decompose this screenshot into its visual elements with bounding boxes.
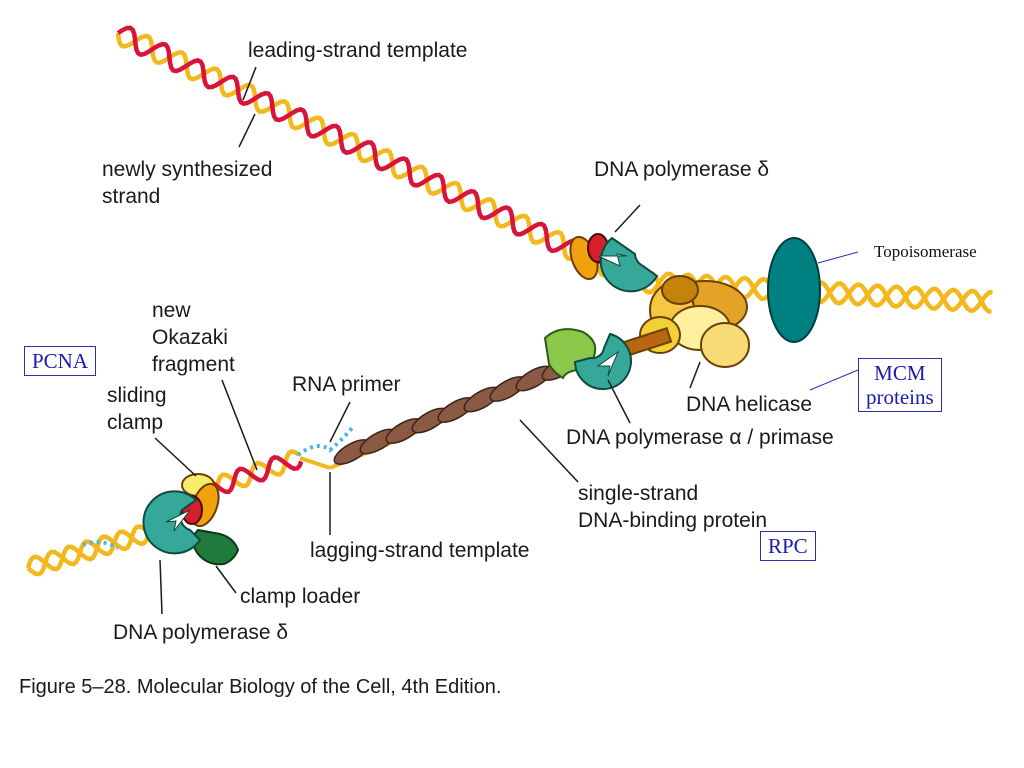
label-newly-synthesized-line2: strand [102,185,161,208]
label-new-okazaki-line2: Okazaki [152,326,228,349]
label-clamp-loader: clamp loader [240,585,361,608]
label-rna-primer: RNA primer [292,373,401,396]
figure-caption: Figure 5–28. Molecular Biology of the Ce… [19,676,502,698]
label-new-okazaki-line3: fragment [152,353,235,376]
annotation-topoisomerase: Topoisomerase [874,242,977,261]
dna-polymerase-alpha-primase [543,328,632,391]
label-dna-polymerase-delta-bottom: DNA polymerase δ [113,621,289,644]
single-strand-binding-proteins [333,355,579,465]
leader-lines [154,66,701,615]
label-dna-polymerase-alpha-primase: DNA polymerase α / primase [566,426,834,449]
label-dna-polymerase-delta-top: DNA polymerase δ [594,158,770,181]
annotation-mcm-line1: MCM [874,361,926,385]
annotation-rpc: RPC [760,531,816,561]
annotation-mcm-line2: proteins [866,385,934,409]
dna-helicase-complex [622,275,750,368]
annotation-leader-lines [809,251,859,391]
annotation-mcm-proteins: MCM proteins [858,358,942,412]
label-ssb-line2: DNA-binding protein [578,509,768,532]
label-ssb-line1: single-strand [578,482,699,505]
label-newly-synthesized-line1: newly synthesized [102,158,273,181]
label-dna-helicase: DNA helicase [686,393,813,416]
label-new-okazaki-line1: new [152,299,191,322]
label-lagging-strand-template: lagging-strand template [310,539,530,562]
annotation-pcna: PCNA [24,346,97,376]
label-leading-strand-template: leading-strand template [248,39,468,62]
dna-polymerase-delta-bottom [142,473,240,566]
label-sliding-clamp-line2: clamp [107,411,164,434]
topoisomerase-shape [767,237,821,343]
leading-strand-duplex [115,25,635,286]
dna-polymerase-delta-top [569,233,659,293]
label-sliding-clamp-line1: sliding [107,384,167,407]
